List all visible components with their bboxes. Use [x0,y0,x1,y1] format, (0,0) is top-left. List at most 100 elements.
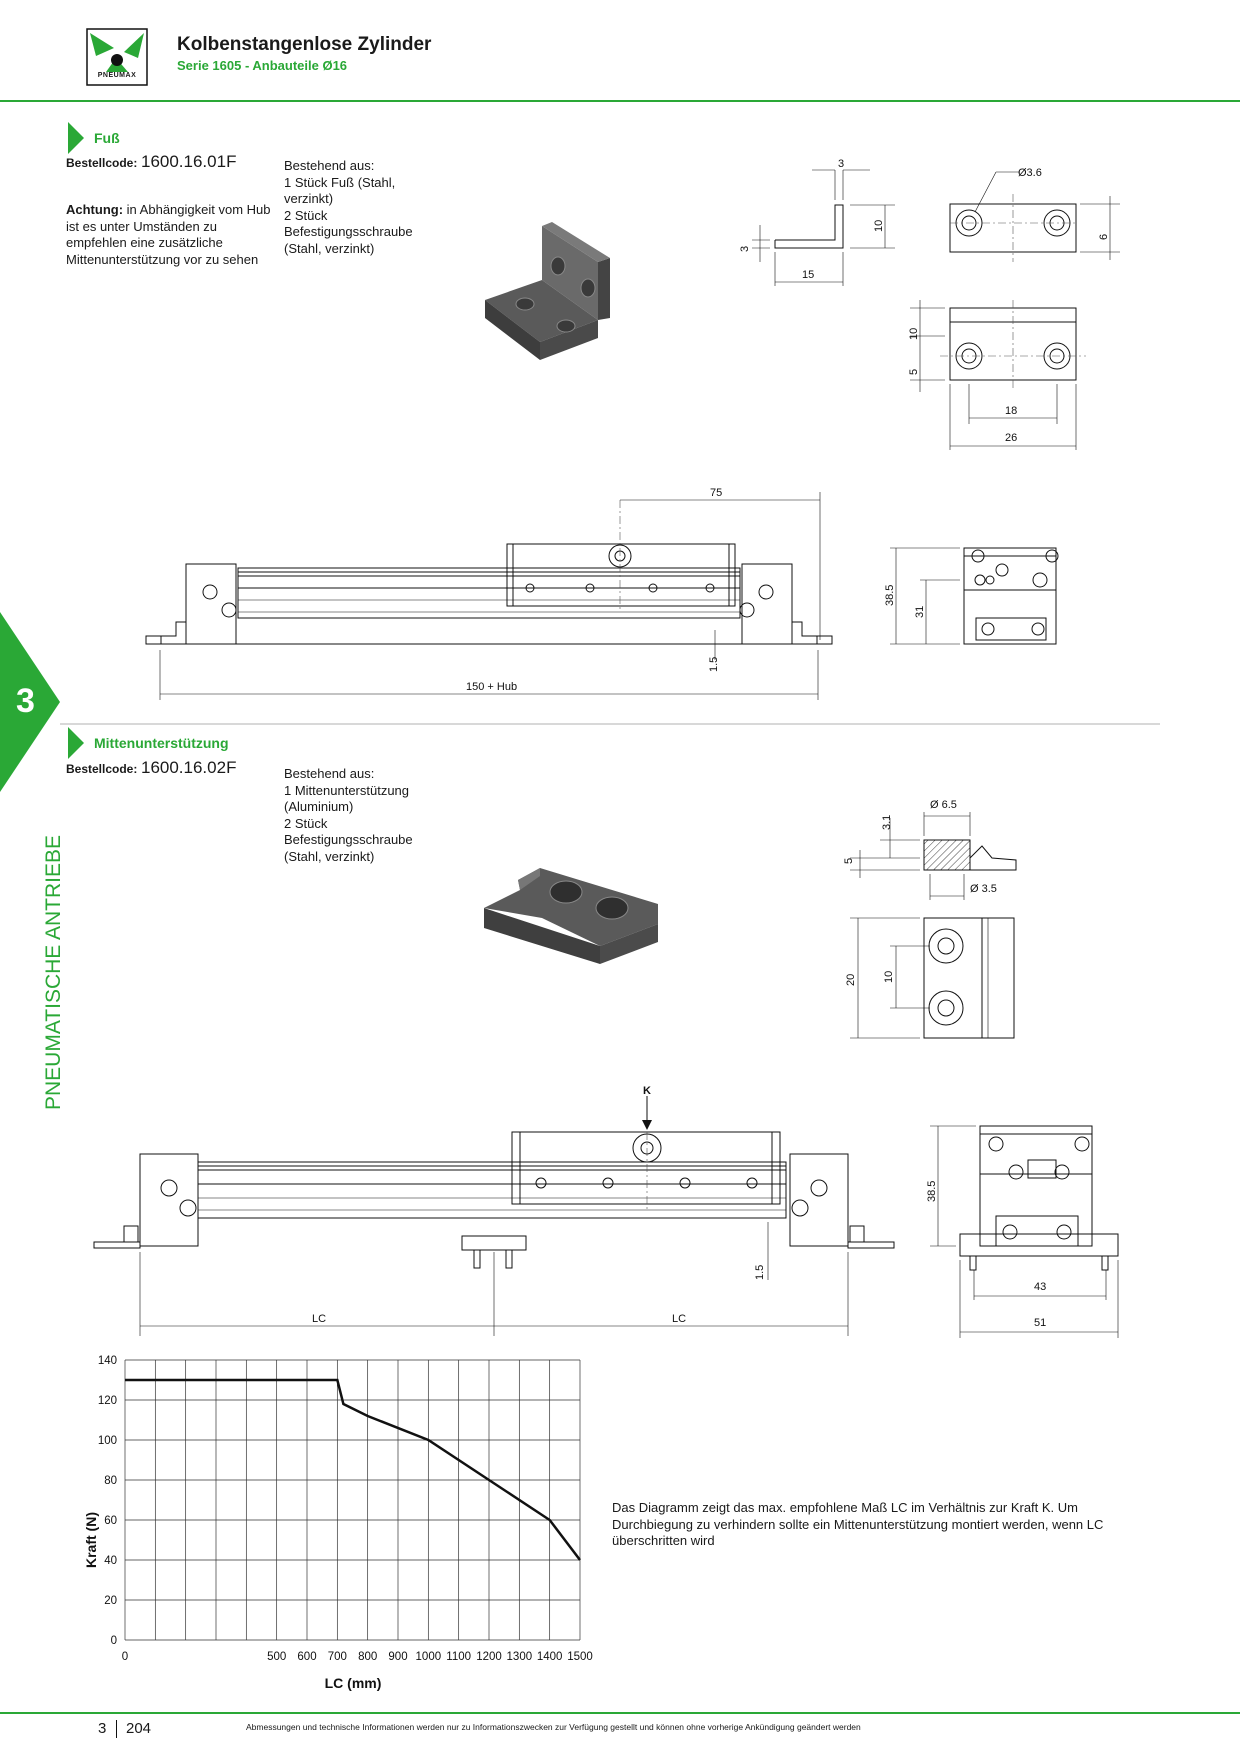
dim-label: 20 [845,974,857,986]
support-front-view [850,917,1015,1039]
chart-x-tick-label: 600 [297,1651,316,1663]
chart-y-tick-label: 0 [111,1635,117,1647]
warning-line: ist es unter Umständen zu [66,218,218,234]
chart-y-tick-label: 40 [104,1555,117,1567]
dim-label: 3.1 [881,815,893,830]
support-side-view [850,812,1017,900]
chart-x-axis-label: LC (mm) [325,1675,382,1691]
chart-y-axis-label: Kraft (N) [83,1512,99,1568]
foot-3d-image [480,222,660,382]
dim-label: 1.5 [708,657,720,672]
footer-page-number: 204 [126,1720,152,1737]
dim-label: 3 [838,158,844,170]
dim-label: Ø3.6 [1018,167,1042,179]
warning-line: Mittenunterstützung vor zu sehen [66,251,259,267]
chart-y-tick-label: 20 [104,1595,117,1607]
foot-drawings: 3 10 3 15 Ø3.6 6 10 5 18 26 [60,158,1160,725]
dim-label: 10 [883,971,895,983]
order-label: Bestellcode: [66,156,138,170]
support-end-view [930,1125,1119,1338]
dim-label: 1.5 [754,1265,766,1280]
warning-line: empfehlen eine zusätzliche [66,235,223,250]
contents-line: (Stahl, verzinkt) [284,240,375,256]
order-line: Bestellcode: 1600.16.02F [66,758,237,778]
dim-label: 150 + Hub [466,681,517,693]
dim-label: Ø 6.5 [930,799,957,811]
section-arrow-icon [68,122,84,159]
chart-grid [124,1359,581,1641]
chart-x-tick-label: 500 [267,1651,286,1663]
contents-line: verzinkt) [284,191,334,206]
chart-x-tick-label: 700 [328,1651,347,1663]
chart-x-tick-label: 1000 [416,1651,442,1663]
contents-line: Befestigungsschraube [284,224,413,239]
footer-chapter: 3 [98,1720,107,1737]
dim-label: 10 [873,220,885,232]
dim-label: 51 [1034,1317,1046,1329]
foot-side-view [752,169,895,286]
chart-x-tick-label: 800 [358,1651,377,1663]
dim-label: LC [672,1313,686,1325]
support-drawings: Ø 6.5 3.1 5 Ø 3.5 20 10 [93,799,1119,1338]
dim-label: Ø 3.5 [970,883,997,895]
cylinder-support-assembly [93,1096,895,1336]
chart-y-tick-label: 60 [104,1515,117,1527]
warning-note: Achtung: in Abhängigkeit vom Hub ist es … [66,202,286,268]
foot-front-view [910,300,1086,450]
chart-y-tick-label: 120 [98,1395,117,1407]
contents-line: 1 Stück Fuß (Stahl, [284,174,396,190]
section-heading-fuss: Fuß [94,130,120,146]
chart-y-tick-label: 80 [104,1475,117,1487]
chart-note-line: Durchbiegung zu verhindern sollte ein Mi… [612,1516,1104,1532]
order-code: 1600.16.02F [140,758,237,777]
contents-line: 2 Stück [284,207,328,223]
chart-x-tick-label: 1100 [446,1651,471,1663]
foot-top-view [949,171,1120,262]
dim-label: 6 [1098,234,1110,240]
dim-label: 5 [843,858,855,864]
header-divider [0,100,1240,102]
chart-x-tick-label: 0 [122,1651,128,1663]
order-line: Bestellcode: 1600.16.01F [66,153,236,172]
footer-divider [0,1712,1240,1714]
chapter-number: 3 [16,682,35,720]
footer-separator [116,1720,117,1738]
contents-line: Befestigungsschraube [284,832,413,847]
dim-label: 43 [1034,1281,1046,1293]
chart-note: Das Diagramm zeigt das max. empfohlene M… [612,1500,1152,1550]
contents-list: Bestehend aus: 1 Mittenunterstützung (Al… [284,766,464,865]
k-label: K [643,1085,651,1097]
chart-x-tick-label: 1400 [537,1651,563,1663]
dim-label: 38.5 [926,1181,938,1202]
dim-label: 10 [908,328,920,340]
chart-x-tick-label: 1500 [567,1651,593,1663]
page-subtitle: Serie 1605 - Anbauteile Ø16 [177,58,348,73]
dim-label: 3 [739,246,751,252]
page-title: Kolbenstangenlose Zylinder [177,34,432,55]
contents-list: Bestehend aus: 1 Stück Fuß (Stahl, verzi… [284,158,464,257]
footer-disclaimer: Abmessungen und technische Informationen… [246,1722,861,1732]
dim-label: 75 [710,487,722,499]
chapter-tab: 3 [0,612,60,792]
contents-line: Bestehend aus: [284,158,375,173]
cylinder-feet-assembly [145,492,833,700]
dim-label: 15 [802,269,814,281]
dim-label: 5 [908,369,920,375]
order-label: Bestellcode: [66,762,138,776]
contents-line: Bestehend aus: [284,766,375,781]
warning-label: Achtung: [66,202,124,217]
contents-line: (Aluminium) [284,799,354,814]
chart-x-tick-label: 1200 [476,1651,502,1663]
chart-series-line [125,1378,581,1561]
logo: PNEUMAX [86,28,148,86]
dim-label: 31 [914,606,926,618]
dim-label: LC [312,1313,326,1325]
cylinder-end-view [890,547,1059,645]
section-heading-support: Mittenunterstützung [94,735,229,751]
contents-line: (Stahl, verzinkt) [284,848,375,864]
contents-line: 2 Stück [284,815,328,831]
logo-text: PNEUMAX [97,72,137,79]
support-3d-image [480,846,670,986]
